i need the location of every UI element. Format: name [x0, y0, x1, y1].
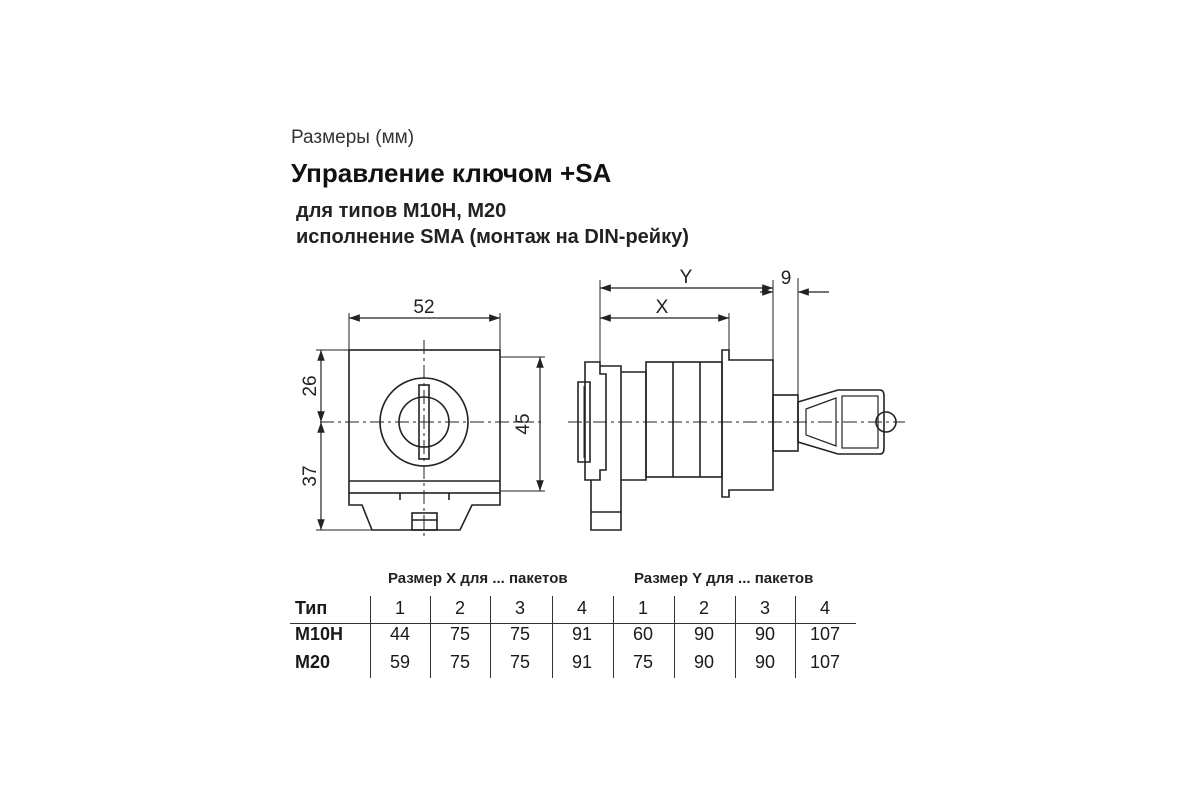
table-cell: 75 [632, 652, 654, 672]
table-cell: 75 [449, 652, 471, 672]
row-type-label: M20 [295, 652, 331, 672]
dim-x-label: X [656, 297, 669, 318]
column-header: 4 [576, 598, 587, 618]
mounting-block [590, 365, 622, 531]
front-view [316, 313, 545, 540]
subtitle-mounting: исполнение SMA (монтаж на DIN-рейку) [296, 226, 689, 248]
din-rail [577, 381, 591, 463]
column-header: 1 [394, 598, 405, 618]
table-divider [613, 596, 614, 678]
table-divider [674, 596, 675, 678]
dim-width-label: 52 [413, 297, 434, 318]
table-cell: 75 [449, 624, 471, 644]
column-header: 3 [759, 598, 770, 618]
table-cell: 91 [571, 624, 593, 644]
table-divider [490, 596, 491, 678]
column-header: 4 [819, 598, 830, 618]
dim-y-label: Y [680, 267, 693, 288]
switch-front-plate [621, 371, 647, 481]
table-cell: 107 [809, 624, 841, 644]
dim-height-label: 45 [513, 413, 534, 434]
dim-top-label: 26 [300, 375, 321, 396]
table-cell: 75 [509, 652, 531, 672]
group-header-y: Размер Y для ... пакетов [634, 570, 814, 587]
table-cell: 90 [693, 624, 715, 644]
table-cell: 90 [754, 652, 776, 672]
dimensions-table: Размер X для ... пакетов Размер Y для ..… [290, 568, 860, 678]
table-cell: 91 [571, 652, 593, 672]
page-title: Управление ключом +SA [291, 158, 612, 188]
table-cell: 75 [509, 624, 531, 644]
dimensions-caption: Размеры (мм) [291, 127, 415, 148]
dim-bottom-label: 37 [300, 465, 321, 486]
table-cell: 90 [693, 652, 715, 672]
group-header-x: Размер X для ... пакетов [388, 570, 568, 587]
subtitle-types: для типов M10H, M20 [296, 200, 507, 222]
front-flange [721, 349, 774, 498]
column-header: 2 [454, 598, 465, 618]
row-type-label: M10H [295, 624, 344, 644]
type-column-header: Тип [295, 598, 328, 618]
table-divider [430, 596, 431, 678]
table-cell: 44 [389, 624, 411, 644]
table-cell: 107 [809, 652, 841, 672]
table-divider [370, 596, 371, 678]
switch-packets [645, 361, 723, 478]
table-divider [735, 596, 736, 678]
table-divider [795, 596, 796, 678]
dim-key-label: 9 [781, 268, 792, 289]
front-bottom-tab [411, 512, 438, 531]
table-cell: 90 [754, 624, 776, 644]
technical-drawing: 52 26 37 45 [300, 267, 905, 540]
table-cell: 60 [632, 624, 654, 644]
table-divider [552, 596, 553, 678]
column-header: 3 [514, 598, 525, 618]
table-cell: 59 [389, 652, 411, 672]
table-header-rule [290, 623, 856, 624]
key-outline [797, 389, 885, 455]
column-header: 2 [698, 598, 709, 618]
column-header: 1 [637, 598, 648, 618]
side-view [568, 278, 905, 531]
key-barrel [772, 394, 799, 452]
